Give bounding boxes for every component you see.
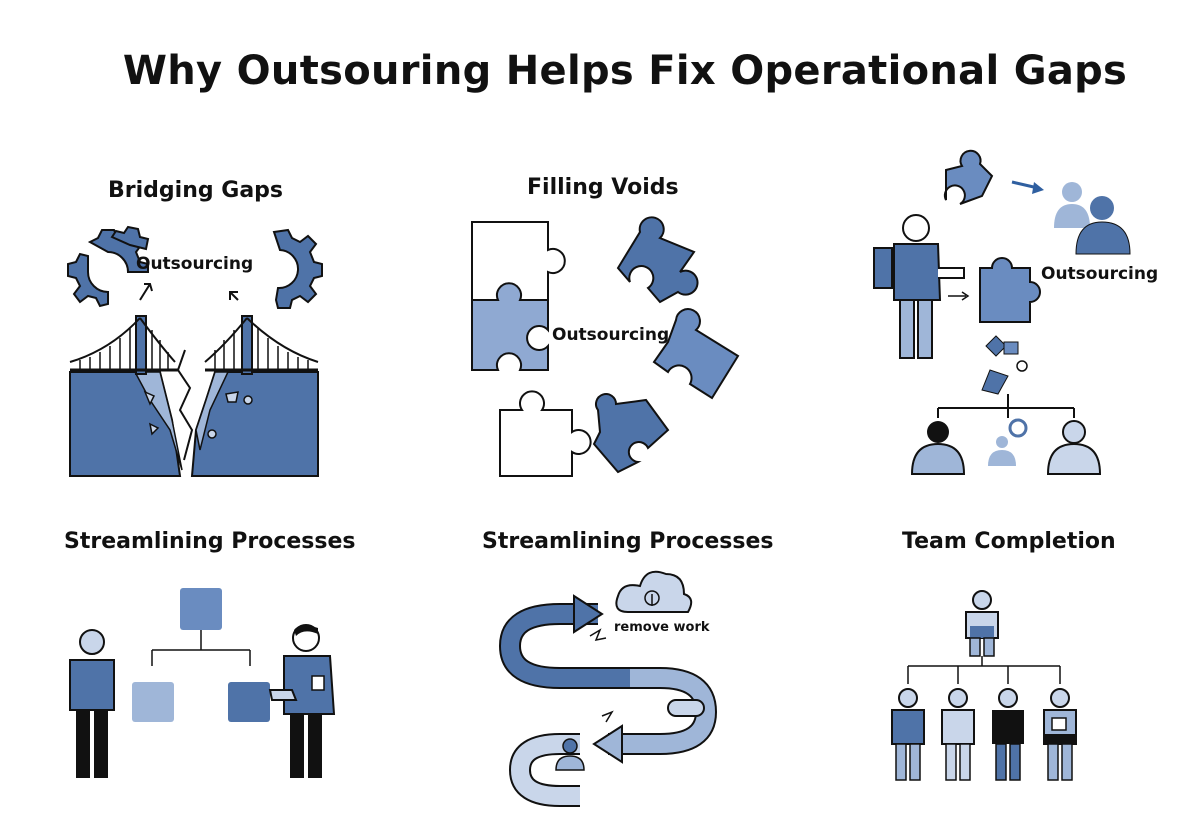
user-avatar-icon xyxy=(1046,420,1102,475)
outsourcing-label: Outsourcing xyxy=(552,325,670,345)
panel-streamlining-processes-middle: Streamlining Processes remove work xyxy=(482,529,774,807)
process-diagram xyxy=(69,588,336,778)
puzzle-piece-icon xyxy=(471,221,566,301)
puzzle-piece-icon xyxy=(979,257,1041,323)
person-icon xyxy=(992,688,1024,781)
org-chart-icon xyxy=(937,394,1075,418)
page-title: Why Outsouring Helps Fix Operational Gap… xyxy=(122,48,1128,94)
gear-icon xyxy=(272,228,323,309)
panel-title-streamlining-processes: Streamlining Processes xyxy=(64,529,356,554)
outsourcing-label: Outsourcing xyxy=(136,254,254,274)
puzzle-piece-icon xyxy=(652,308,740,400)
person-icon xyxy=(941,688,975,781)
user-avatar-icon xyxy=(1054,182,1131,255)
panel-title-streamlining-processes: Streamlining Processes xyxy=(482,529,774,554)
gear-icon xyxy=(110,225,150,251)
puzzle-piece-icon xyxy=(592,393,670,474)
user-avatar-icon xyxy=(988,418,1028,466)
puzzle-piece-icon xyxy=(943,149,994,205)
panel-title-filling-voids: Filling Voids xyxy=(527,175,679,200)
people-illustration xyxy=(873,149,1131,475)
puzzle-piece-icon xyxy=(499,390,592,477)
panel-outsourcing-people: Outsourcing xyxy=(873,149,1159,475)
curved-arrow-icon xyxy=(498,594,718,807)
user-avatar-icon xyxy=(910,421,966,475)
panel-title-bridging-gaps: Bridging Gaps xyxy=(108,178,284,203)
block-diagram-icon xyxy=(132,588,270,722)
workflow-diagram xyxy=(498,570,718,807)
panel-bridging-gaps: Bridging Gaps xyxy=(0,0,400,500)
remove-work-label: remove work xyxy=(614,620,710,635)
outsourcing-label: Outsourcing xyxy=(1041,264,1159,284)
cloud-icon xyxy=(615,570,693,613)
panel-streamlining-processes-left: Streamlining Processes xyxy=(0,0,400,840)
person-icon xyxy=(873,214,965,359)
org-chart-icon xyxy=(907,656,1061,684)
person-icon xyxy=(69,629,115,778)
puzzle-illustration xyxy=(471,216,740,477)
person-icon xyxy=(965,590,999,657)
user-avatar-icon xyxy=(555,738,585,771)
panel-filling-voids: Filling Voids Outsourcing xyxy=(0,0,800,500)
person-icon xyxy=(268,624,336,778)
panel-title-team-completion: Team Completion xyxy=(902,529,1116,554)
person-icon xyxy=(1043,688,1077,781)
crack-icon xyxy=(176,349,194,461)
person-icon xyxy=(891,688,925,781)
puzzle-piece-icon xyxy=(471,282,549,371)
bridge-icon xyxy=(69,317,176,363)
puzzle-piece-icon xyxy=(616,216,699,304)
bridge-illustration xyxy=(67,225,323,477)
